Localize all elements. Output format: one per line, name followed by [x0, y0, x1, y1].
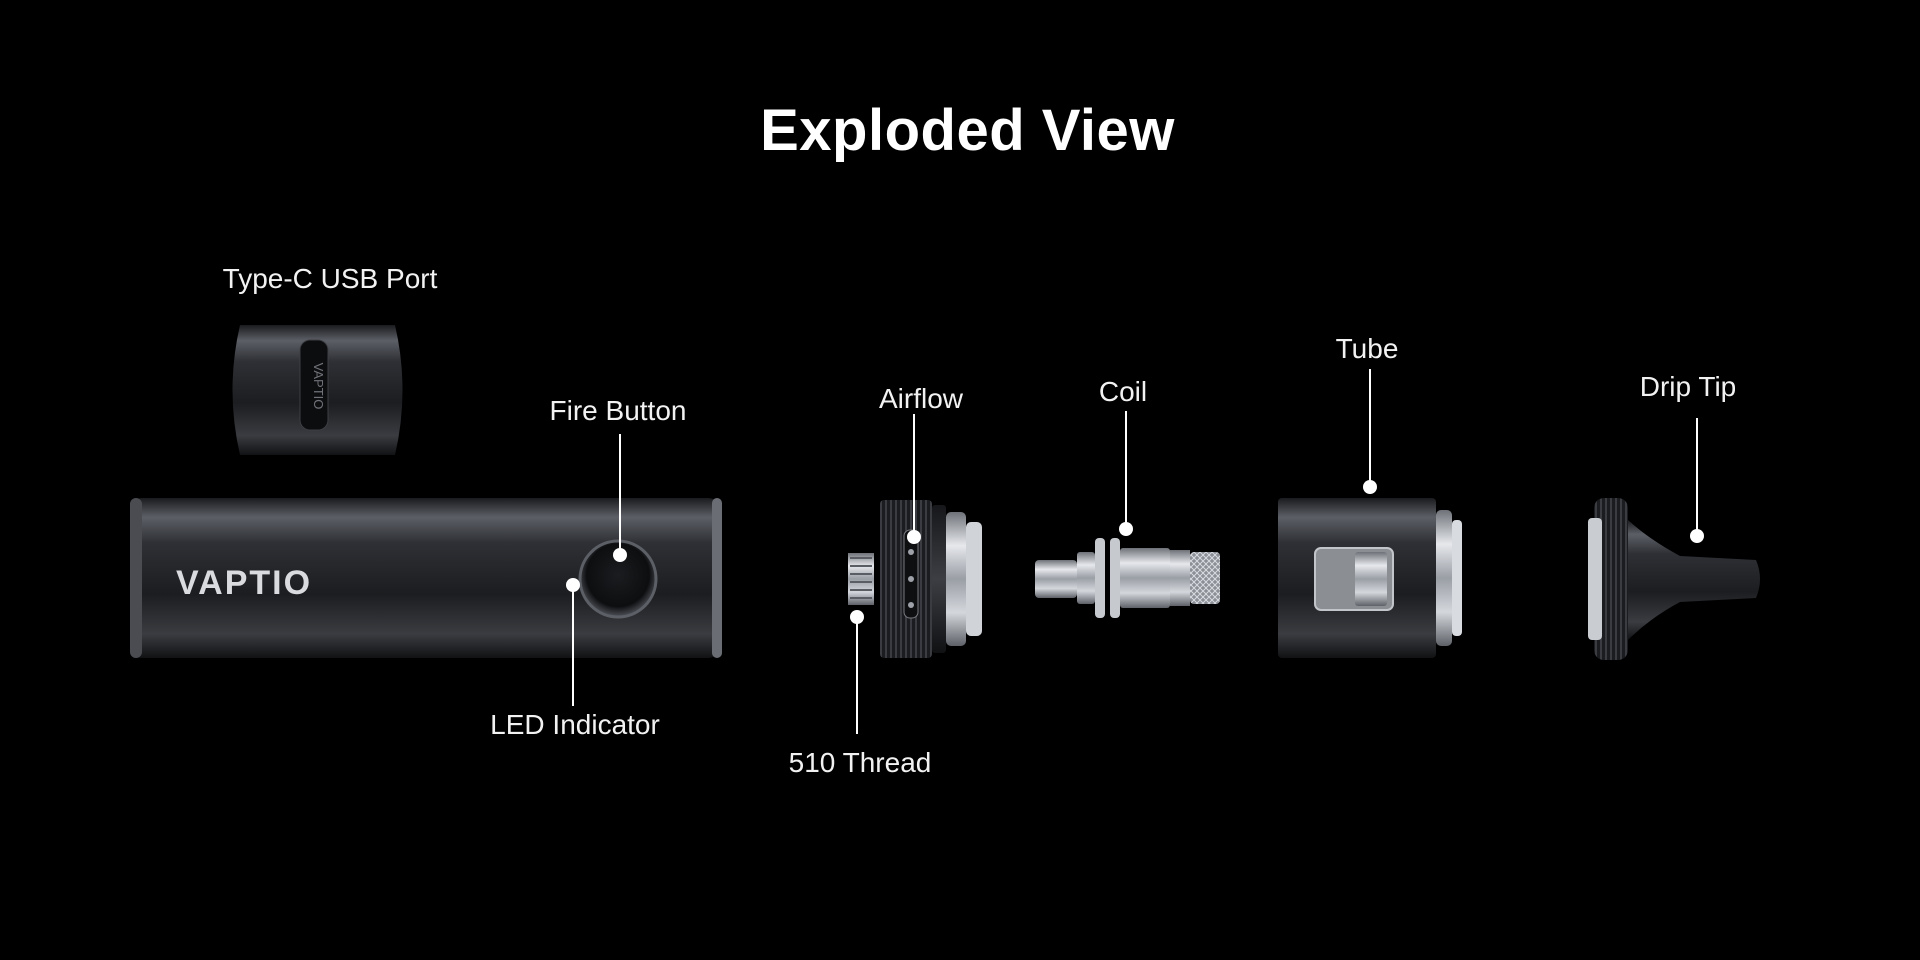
coil-part [1035, 538, 1220, 618]
callouts [566, 369, 1704, 734]
drip-tip-callout-dot [1690, 529, 1704, 543]
thread-510-callout-dot [850, 610, 864, 624]
label-fire-button: Fire Button [549, 395, 687, 426]
usb-cap-brand: VAPTIO [311, 363, 326, 410]
battery-body: VAPTIO [130, 498, 722, 658]
airflow-callout-dot [907, 530, 921, 544]
label-510-thread: 510 Thread [788, 747, 932, 778]
label-drip-tip: Drip Tip [1639, 371, 1737, 402]
fire-button-callout-dot [613, 548, 627, 562]
page-title: Exploded View [760, 98, 1175, 163]
label-coil: Coil [1098, 376, 1148, 407]
label-type-c-usb-port: Type-C USB Port [222, 263, 438, 294]
tube-part [1278, 498, 1462, 658]
led-indicator-callout-dot [566, 578, 580, 592]
battery-brand: VAPTIO [176, 564, 312, 602]
usb-port-cap: VAPTIO [232, 325, 403, 455]
label-tube: Tube [1335, 333, 1399, 364]
tube-callout-dot [1363, 480, 1377, 494]
fire-button-shape [578, 539, 658, 619]
label-led-indicator: LED Indicator [490, 709, 660, 740]
drip-tip-part [1588, 498, 1760, 660]
coil-callout-dot [1119, 522, 1133, 536]
label-airflow: Airflow [878, 383, 964, 414]
